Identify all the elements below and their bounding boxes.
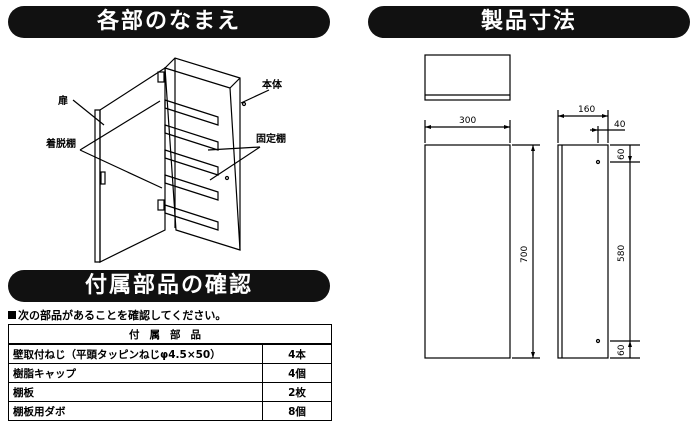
table-header: 付属部品 [8, 324, 332, 345]
table-row: 樹脂キャップ 4個 [8, 363, 332, 383]
dim-side-offset: 40 [614, 120, 626, 130]
table-row: 壁取付ねじ（平頭タッピンねじφ4.5×50） 4本 [8, 343, 332, 364]
dim-top-margin: 60 [617, 148, 627, 160]
removable-shelf-leader-1 [79, 100, 161, 151]
removable-shelf-leader-2 [79, 149, 163, 189]
dim-height: 700 [520, 246, 530, 263]
side-view-drawing [557, 110, 640, 359]
item-qty: 8個 [262, 401, 332, 421]
item-name: 樹脂キャップ [8, 363, 263, 383]
dim-hole-spacing: 580 [617, 245, 627, 262]
item-name: 棚板用ダボ [8, 401, 263, 421]
square-bullet-icon [8, 311, 16, 319]
item-qty: 4個 [262, 363, 332, 383]
cabinet-illustration [94, 57, 247, 263]
section-title-accessories-check: 付属部品の確認 [8, 270, 330, 302]
item-name: 棚板 [8, 382, 263, 402]
accessory-note: 次の部品があることを確認してください。 [8, 307, 226, 323]
front-view-drawing [424, 120, 540, 359]
label-body: 本体 [262, 78, 283, 91]
item-qty: 4本 [262, 343, 332, 364]
item-name: 壁取付ねじ（平頭タッピンねじφ4.5×50） [8, 343, 263, 364]
accessory-note-text: 次の部品があることを確認してください。 [18, 309, 227, 322]
item-qty: 2枚 [262, 382, 332, 402]
door-leader-line [72, 99, 105, 126]
section-title-parts-names: 各部のなまえ [8, 6, 330, 38]
label-fixed-shelf: 固定棚 [256, 132, 286, 145]
dim-depth: 160 [578, 105, 595, 115]
table-row: 棚板用ダボ 8個 [8, 401, 332, 421]
accessory-table: 付属部品 壁取付ねじ（平頭タッピンねじφ4.5×50） 4本 樹脂キャップ 4個… [8, 324, 332, 421]
table-header-row: 付属部品 [8, 324, 332, 345]
section-title-product-dimensions: 製品寸法 [368, 6, 690, 38]
dim-bottom-margin: 60 [617, 344, 627, 356]
fixed-shelf-leader-1 [207, 146, 261, 151]
label-door: 扉 [57, 94, 68, 107]
label-removable-shelf: 着脱棚 [45, 137, 76, 150]
table-row: 棚板 2枚 [8, 382, 332, 402]
dim-width: 300 [459, 116, 476, 126]
body-leader-line [240, 89, 270, 104]
fixed-shelf-leader-2 [209, 146, 261, 181]
top-view-drawing [424, 54, 511, 101]
